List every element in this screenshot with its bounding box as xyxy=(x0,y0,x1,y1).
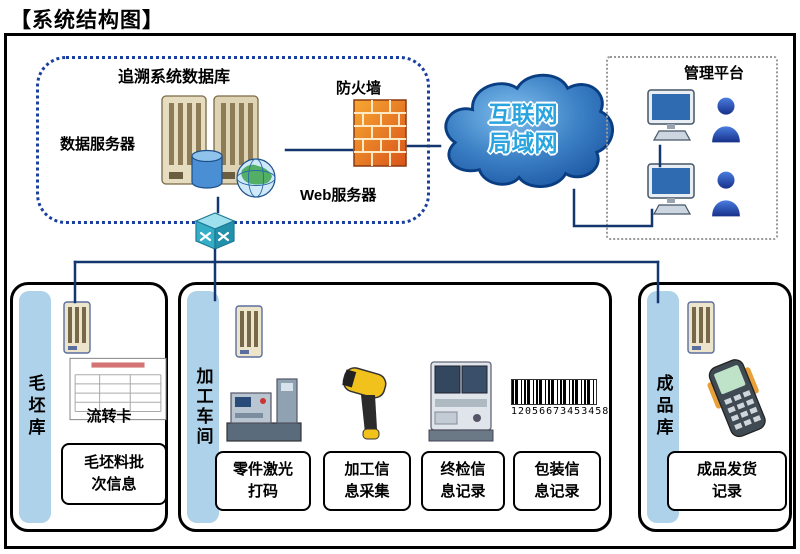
section-strip-blank-store: 毛坯库 xyxy=(19,291,51,523)
section-finished-store: 成品库 成品发货记录 xyxy=(638,282,792,532)
server-icon xyxy=(63,301,91,354)
section-blank-store: 毛坯库 流转卡 毛坯料批次信息 xyxy=(10,282,168,532)
section-workshop: 加工车间 xyxy=(178,282,612,532)
person-icon xyxy=(712,171,740,217)
handheld-terminal-icon xyxy=(707,359,766,438)
network-switch-icon xyxy=(194,212,236,250)
server-icon xyxy=(235,305,263,358)
network-cloud: 互联网 局域网 xyxy=(426,58,620,200)
management-platform-label: 管理平台 xyxy=(684,65,745,82)
process-info-box: 加工信息采集 xyxy=(323,451,411,511)
management-workstation-2 xyxy=(644,160,756,224)
person-icon xyxy=(712,97,740,143)
section-strip-workshop: 加工车间 xyxy=(187,291,219,523)
computer-icon xyxy=(647,163,695,215)
cloud-label-line1: 互联网 xyxy=(488,101,558,128)
data-server-icon xyxy=(161,95,276,198)
server-icon xyxy=(687,301,715,354)
barcode-number: 12056673453458 xyxy=(511,406,610,417)
firewall-label: 防火墙 xyxy=(336,80,382,97)
globe-icon xyxy=(236,158,276,198)
packaging-info-box: 包装信息记录 xyxy=(513,451,601,511)
cloud-icon xyxy=(444,73,615,188)
web-server-label: Web服务器 xyxy=(300,187,377,204)
circulation-card-label: 流转卡 xyxy=(86,408,132,425)
finished-shipping-box: 成品发货记录 xyxy=(667,451,787,511)
trace-database-label: 追溯系统数据库 xyxy=(118,69,231,86)
cloud-label-line2: 局域网 xyxy=(488,130,558,156)
barcode-bars xyxy=(511,379,597,405)
barcode-scanner-icon xyxy=(342,367,387,440)
management-platform-group xyxy=(606,56,778,240)
page-title: 【系统结构图】 xyxy=(10,9,164,32)
diagram-border xyxy=(4,33,796,549)
laser-marking-machine-icon xyxy=(226,378,302,442)
final-inspection-box: 终检信息记录 xyxy=(421,451,505,511)
database-cylinder-icon xyxy=(191,156,223,189)
management-workstation-1 xyxy=(644,86,756,150)
inspection-machine-icon xyxy=(428,361,494,442)
data-server-label: 数据服务器 xyxy=(60,136,136,153)
firewall-icon xyxy=(353,99,407,167)
blank-batch-info-box: 毛坯料批次信息 xyxy=(61,443,167,505)
barcode: 12056673453458 xyxy=(511,379,610,423)
cloud-label: 互联网 局域网 xyxy=(426,58,620,200)
circulation-card-icon xyxy=(69,357,167,421)
laser-marking-box: 零件激光打码 xyxy=(215,451,311,511)
computer-icon xyxy=(647,89,695,141)
